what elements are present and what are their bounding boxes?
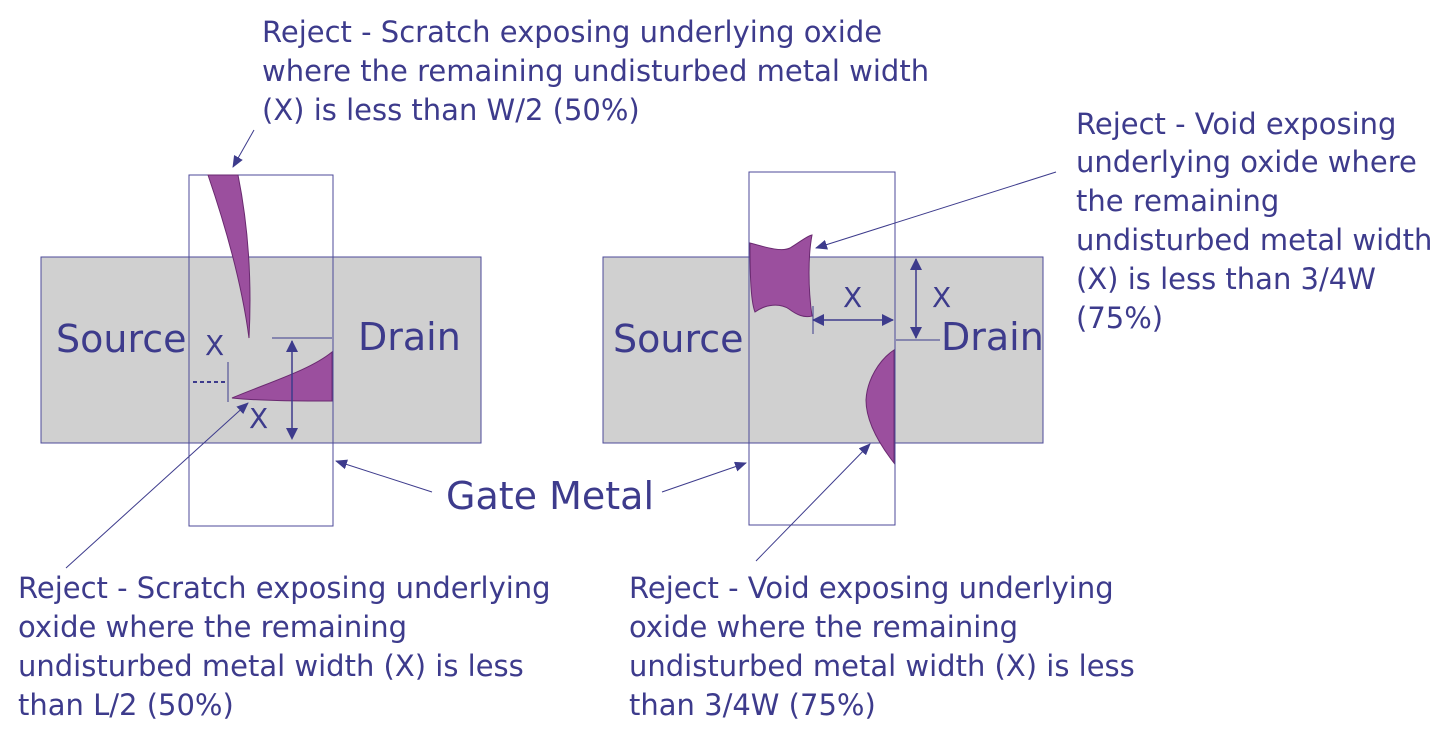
annotation-top-left-line-1: Reject - Scratch exposing underlying oxi… [262,15,882,49]
annotation-top-right-line-1: Reject - Void exposing [1076,107,1396,141]
annotation-top-right-line-6: (75%) [1076,301,1163,335]
annotation-bottom-right: Reject - Void exposing underlying oxide … [629,571,1135,722]
top-left-leader [232,129,255,168]
right-device: Source Drain X X [602,171,1044,526]
right-drain-label: Drain [941,315,1044,359]
left-source-drain-region [40,256,482,444]
right-x-label-horizontal: X [843,281,862,314]
annotation-top-left-line-3: (X) is less than W/2 (50%) [262,93,640,127]
right-horizontal-arrowhead-left [812,314,824,326]
annotation-top-right-line-5: (X) is less than 3/4W [1076,262,1376,296]
right-source-drain-region [602,256,1044,444]
gate-metal-label: Gate Metal [446,474,654,518]
annotation-top-right: Reject - Void exposing underlying oxide … [1076,107,1432,335]
left-top-scratch [207,174,251,339]
left-device: Source Drain X X [40,174,482,527]
annotation-bottom-right-line-1: Reject - Void exposing underlying [629,571,1114,605]
annotation-bottom-left-line-3: undisturbed metal width (X) is less [18,649,524,683]
gate-metal-arrow-right [661,461,747,493]
left-vertical-arrowhead-top [286,340,298,352]
left-x-label-lower: X [249,402,268,435]
right-x-label-vertical: X [932,281,951,314]
gate-metal-arrow-left [335,459,433,493]
annotation-bottom-right-line-3: undisturbed metal width (X) is less [629,649,1135,683]
left-vertical-arrowhead-bottom [286,428,298,440]
right-left-void [749,234,813,318]
annotation-top-right-line-3: the remaining [1076,184,1279,218]
right-gate-metal-strip [748,171,896,526]
bottom-left-leader [65,402,249,569]
right-source-label: Source [613,317,744,361]
left-drain-label: Drain [358,315,461,359]
right-vertical-arrowhead-top [910,258,922,270]
left-x-label-upper: X [205,329,224,362]
left-bottom-scratch [231,350,333,402]
bottom-right-leader [755,443,871,562]
left-source-label: Source [56,317,187,361]
annotation-top-left-line-2: where the remaining undisturbed metal wi… [262,54,929,88]
right-vertical-arrowhead-bottom [910,327,922,339]
right-right-void [865,349,895,465]
annotation-bottom-right-line-2: oxide where the remaining [629,610,1018,644]
annotation-top-right-line-4: undisturbed metal width [1076,223,1432,257]
annotation-top-right-line-2: underlying oxide where [1076,145,1417,179]
annotation-bottom-left-line-4: than L/2 (50%) [18,688,234,722]
top-right-leader [815,171,1057,250]
annotation-bottom-left-line-2: oxide where the remaining [18,610,407,644]
annotation-top-left: Reject - Scratch exposing underlying oxi… [262,15,929,127]
annotation-bottom-left: Reject - Scratch exposing underlying oxi… [18,571,551,722]
left-gate-metal-strip [188,174,334,527]
annotation-bottom-left-line-1: Reject - Scratch exposing underlying [18,571,551,605]
annotation-bottom-right-line-4: than 3/4W (75%) [629,688,876,722]
right-horizontal-arrowhead-right [882,314,894,326]
